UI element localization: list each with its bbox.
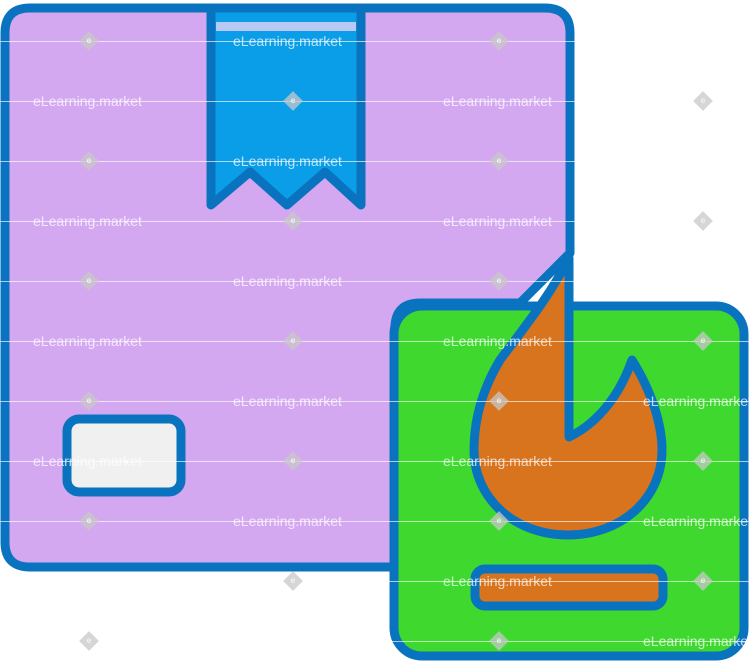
- shipping-label: [62, 414, 186, 497]
- ribbon-highlight: [216, 22, 356, 31]
- flame-icon: [469, 253, 667, 540]
- box-ribbon: [206, 3, 366, 210]
- hazard-bar: [470, 564, 668, 611]
